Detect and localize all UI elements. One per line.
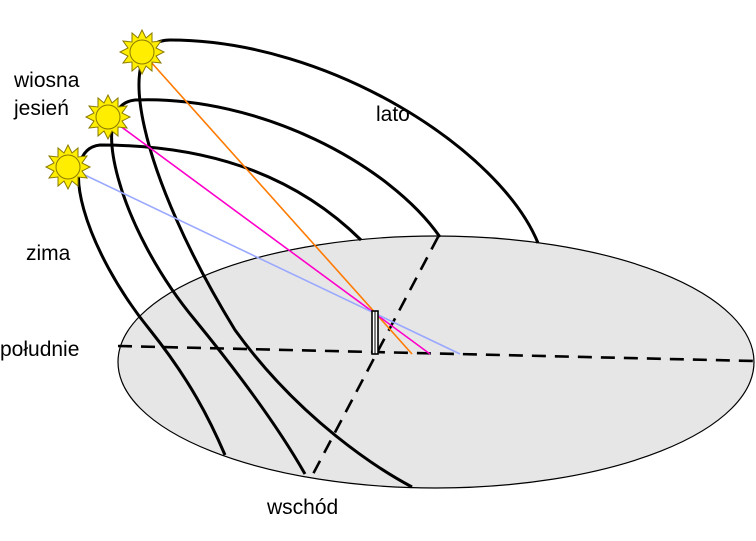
label-summer: lato	[376, 103, 410, 126]
label-spring: wiosna	[13, 69, 80, 92]
summer-path	[137, 38, 540, 489]
winter-path	[77, 143, 363, 456]
sun-icon	[119, 29, 165, 75]
sun-icon	[45, 144, 91, 190]
solar-paths	[77, 38, 540, 489]
ground-plane	[117, 235, 755, 489]
label-autumn: jesień	[13, 97, 69, 120]
label-east: wschód	[266, 496, 338, 519]
label-south: południe	[0, 338, 79, 361]
gnomon-icon	[371, 310, 379, 355]
label-winter: zima	[26, 242, 71, 265]
ray-winter	[67, 166, 461, 355]
sun-icon	[85, 94, 131, 140]
south-north-axis	[117, 344, 755, 363]
ray-summer	[141, 51, 413, 355]
